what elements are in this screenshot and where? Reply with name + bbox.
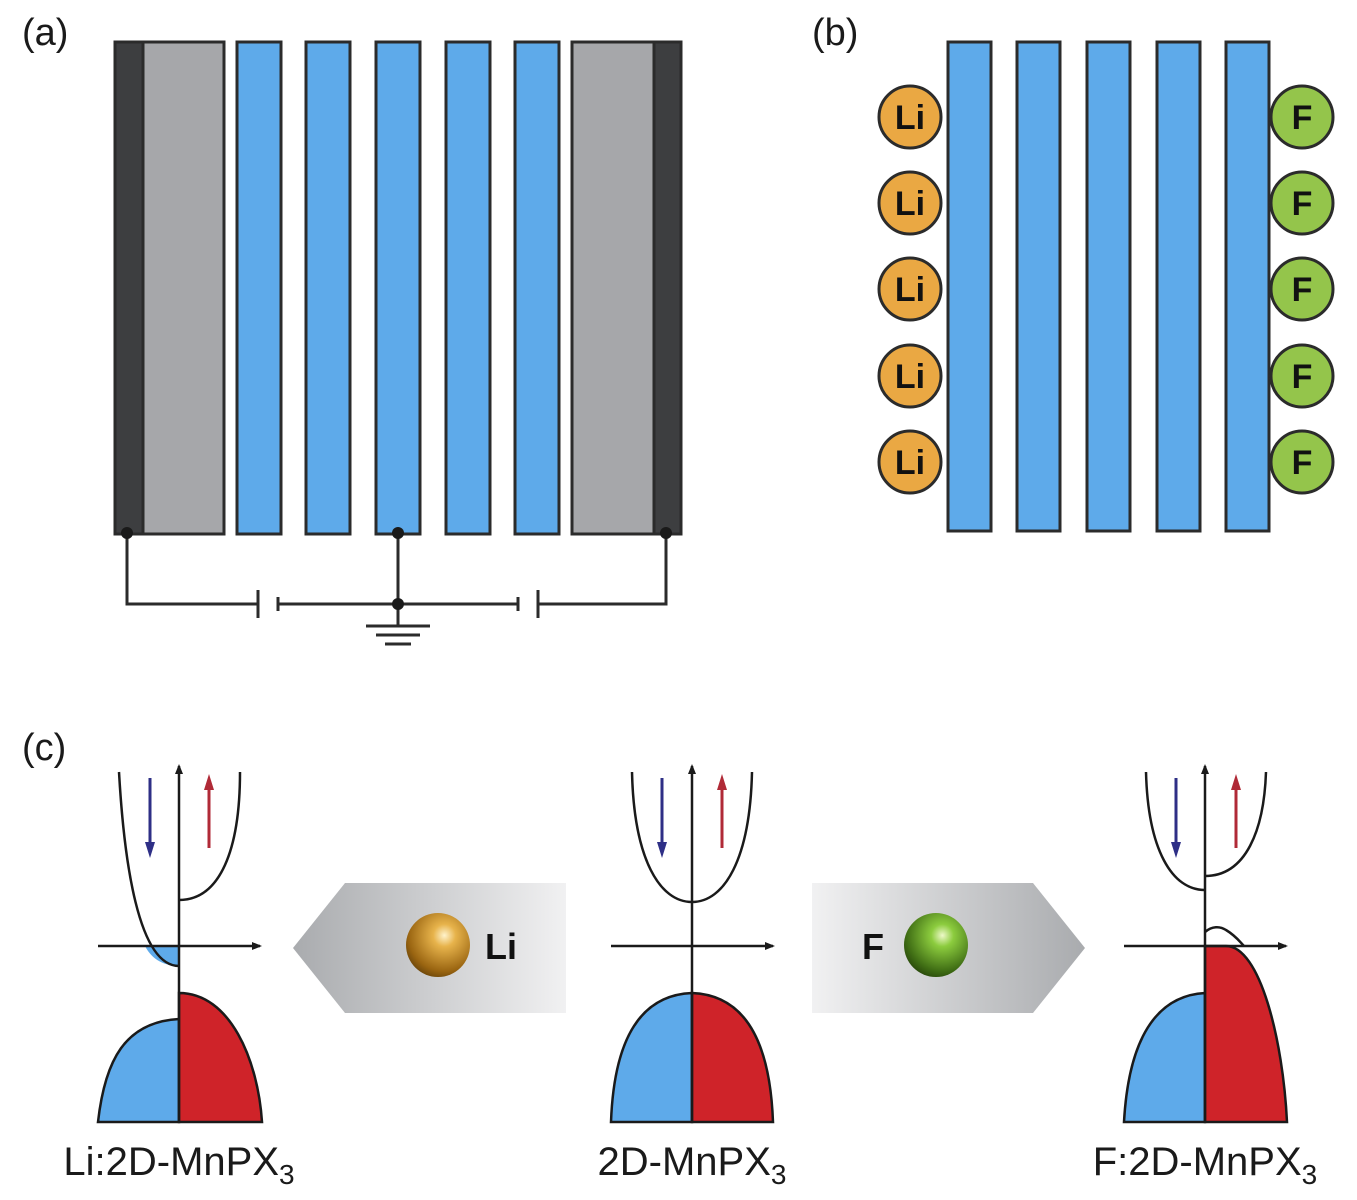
svg-text:Li: Li <box>895 271 925 309</box>
layer-2 <box>304 40 352 536</box>
svg-text:Li: Li <box>895 358 925 396</box>
spin-down-arrow <box>1171 778 1181 858</box>
layer-3 <box>374 40 422 536</box>
caption-li-doped: Li:2D-MnPX3 <box>63 1140 294 1190</box>
spin-down-occupied-pocket <box>145 946 179 966</box>
svg-text:Li: Li <box>895 185 925 223</box>
layer-b-2 <box>1015 40 1062 533</box>
li-arrow-label: Li <box>485 926 517 967</box>
band-diagram-f-doped <box>1122 764 1289 1124</box>
spin-up-valence-band <box>690 991 775 1124</box>
spin-up-arrow <box>1231 774 1241 848</box>
f-atom: F <box>1269 429 1335 495</box>
panel-label-b: (b) <box>812 12 858 54</box>
svg-text:F: F <box>1292 99 1313 137</box>
svg-text:Li: Li <box>895 99 925 137</box>
panel-label-a: (a) <box>22 12 68 54</box>
svg-text:F: F <box>1292 185 1313 223</box>
layer-b-3 <box>1085 40 1132 533</box>
spin-down-valence-band <box>1122 991 1207 1124</box>
layer-b-1 <box>946 40 993 533</box>
spin-up-conduction-band <box>1204 771 1268 878</box>
band-diagram-pristine <box>609 764 775 1124</box>
f-atom: F <box>1269 170 1335 236</box>
f-atom: F <box>1269 84 1335 150</box>
spin-down-conduction-band <box>1144 771 1206 892</box>
li-atom: Li <box>877 170 943 236</box>
band-diagram-li-doped <box>96 764 264 1124</box>
li-atom: Li <box>877 343 943 409</box>
left-gate-dielectric <box>141 40 226 536</box>
spin-up-hole-pocket <box>1204 926 1245 947</box>
svg-text:F: F <box>1292 444 1313 482</box>
li-ball-icon <box>406 913 470 977</box>
spin-down-valence-band <box>96 1017 181 1124</box>
spin-up-valence-band <box>1203 944 1289 1124</box>
spin-down-arrow <box>657 778 667 858</box>
layer-b-4 <box>1155 40 1202 533</box>
li-atom: Li <box>877 256 943 322</box>
spin-up-arrow <box>204 774 214 848</box>
right-electrode-contact <box>652 40 683 536</box>
svg-text:F: F <box>1292 271 1313 309</box>
spin-down-valence-band <box>609 991 694 1124</box>
svg-text:F: F <box>1292 358 1313 396</box>
device-schematic <box>113 40 683 646</box>
spin-up-conduction-band <box>178 771 242 902</box>
li-atom: Li <box>877 429 943 495</box>
f-ball-icon <box>904 913 968 977</box>
spin-up-valence-band <box>177 991 264 1124</box>
circuit-wiring <box>121 527 672 646</box>
right-gate-dielectric <box>570 40 656 536</box>
f-arrow-label: F <box>862 926 884 967</box>
layer-5 <box>513 40 561 536</box>
caption-f-doped: F:2D-MnPX3 <box>1093 1140 1318 1190</box>
li-atom: Li <box>877 84 943 150</box>
panel-label-c: (c) <box>22 727 66 769</box>
spin-up-arrow <box>717 774 727 848</box>
svg-text:Li: Li <box>895 444 925 482</box>
f-atom: F <box>1269 256 1335 322</box>
left-electrode-contact <box>113 40 145 536</box>
layer-4 <box>444 40 492 536</box>
f-atom: F <box>1269 343 1335 409</box>
caption-pristine: 2D-MnPX3 <box>598 1140 787 1190</box>
spin-down-arrow <box>145 778 155 858</box>
f-doping-arrow: F <box>812 883 1085 1013</box>
layer-1 <box>235 40 283 536</box>
li-doping-arrow: Li <box>293 883 566 1013</box>
layer-b-5 <box>1224 40 1271 533</box>
spin-down-conduction-band <box>117 771 180 968</box>
adsorbed-stack: Li Li Li Li Li F F F <box>877 40 1335 533</box>
